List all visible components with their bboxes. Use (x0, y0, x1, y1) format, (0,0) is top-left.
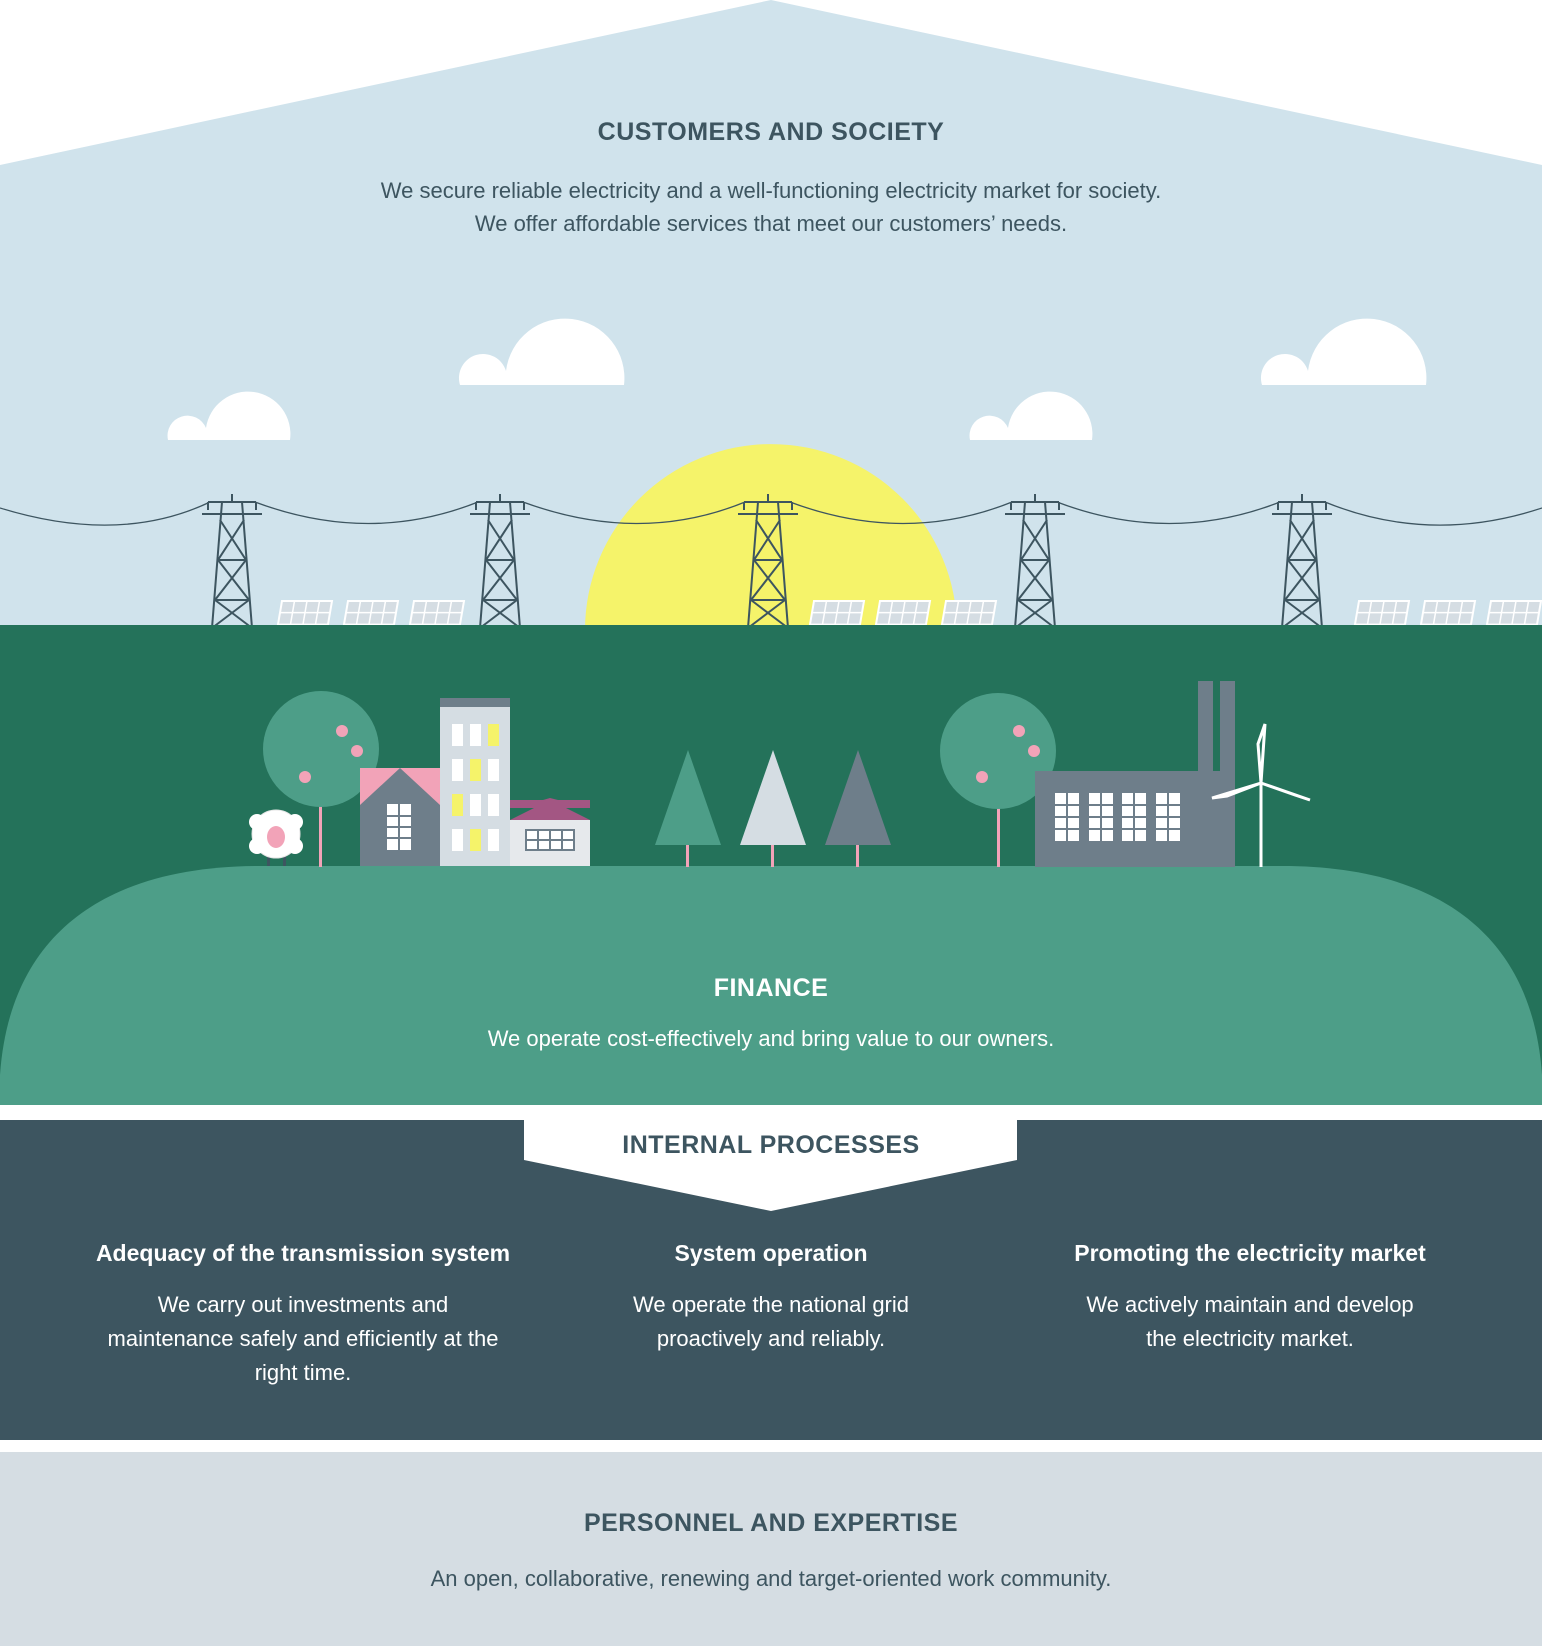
pink-house-icon (360, 768, 440, 866)
pylon-group (202, 494, 1332, 629)
pylon-icon (1005, 494, 1065, 629)
process-title: Adequacy of the transmission system (95, 1240, 511, 1266)
pylon-icon (738, 494, 798, 629)
process-column: Adequacy of the transmission system We c… (60, 1238, 546, 1390)
customers-text-line1: We secure reliable electricity and a wel… (380, 178, 1162, 203)
apartment-building-icon (440, 698, 510, 866)
internal-processes-title: INTERNAL PROCESSES (622, 1131, 920, 1159)
personnel-text: An open, collaborative, renewing and tar… (430, 1566, 1112, 1591)
process-text: We operate the national grid proactively… (633, 1292, 909, 1351)
process-title: System operation (674, 1240, 868, 1266)
pylon-icon (470, 494, 530, 629)
internal-processes-tab (524, 1120, 1017, 1211)
process-column: System operation We operate the national… (580, 1238, 962, 1356)
wind-turbine-icon (1211, 723, 1311, 867)
finance-title: FINANCE (713, 974, 829, 1002)
process-text: We actively maintain and develop the ele… (1086, 1292, 1414, 1351)
apple-tree-icon (263, 691, 379, 867)
process-text: We carry out investments and maintenance… (107, 1292, 499, 1385)
personnel-title: PERSONNEL AND EXPERTISE (583, 1509, 959, 1537)
hill-light-green (0, 866, 1542, 1105)
pylon-icon (1272, 494, 1332, 629)
cloud-icon (167, 318, 1427, 440)
roof-sky-panel (0, 0, 1542, 630)
process-column: Promoting the electricity market We acti… (1030, 1238, 1470, 1356)
personnel-band (0, 1452, 1542, 1646)
customers-text-line2: We offer affordable services that meet o… (474, 211, 1068, 236)
factory-icon (1035, 681, 1235, 867)
pylon-icon (202, 494, 262, 629)
process-title: Promoting the electricity market (1074, 1240, 1426, 1266)
apple-tree-icon (940, 693, 1056, 867)
finance-text: We operate cost-effectively and bring va… (487, 1026, 1055, 1051)
sheep-icon (249, 809, 303, 866)
sun-icon (585, 444, 957, 630)
pine-tree-icon (655, 750, 891, 867)
customers-title: CUSTOMERS AND SOCIETY (597, 118, 945, 146)
power-lines (0, 501, 1542, 526)
small-house-icon (510, 798, 590, 866)
